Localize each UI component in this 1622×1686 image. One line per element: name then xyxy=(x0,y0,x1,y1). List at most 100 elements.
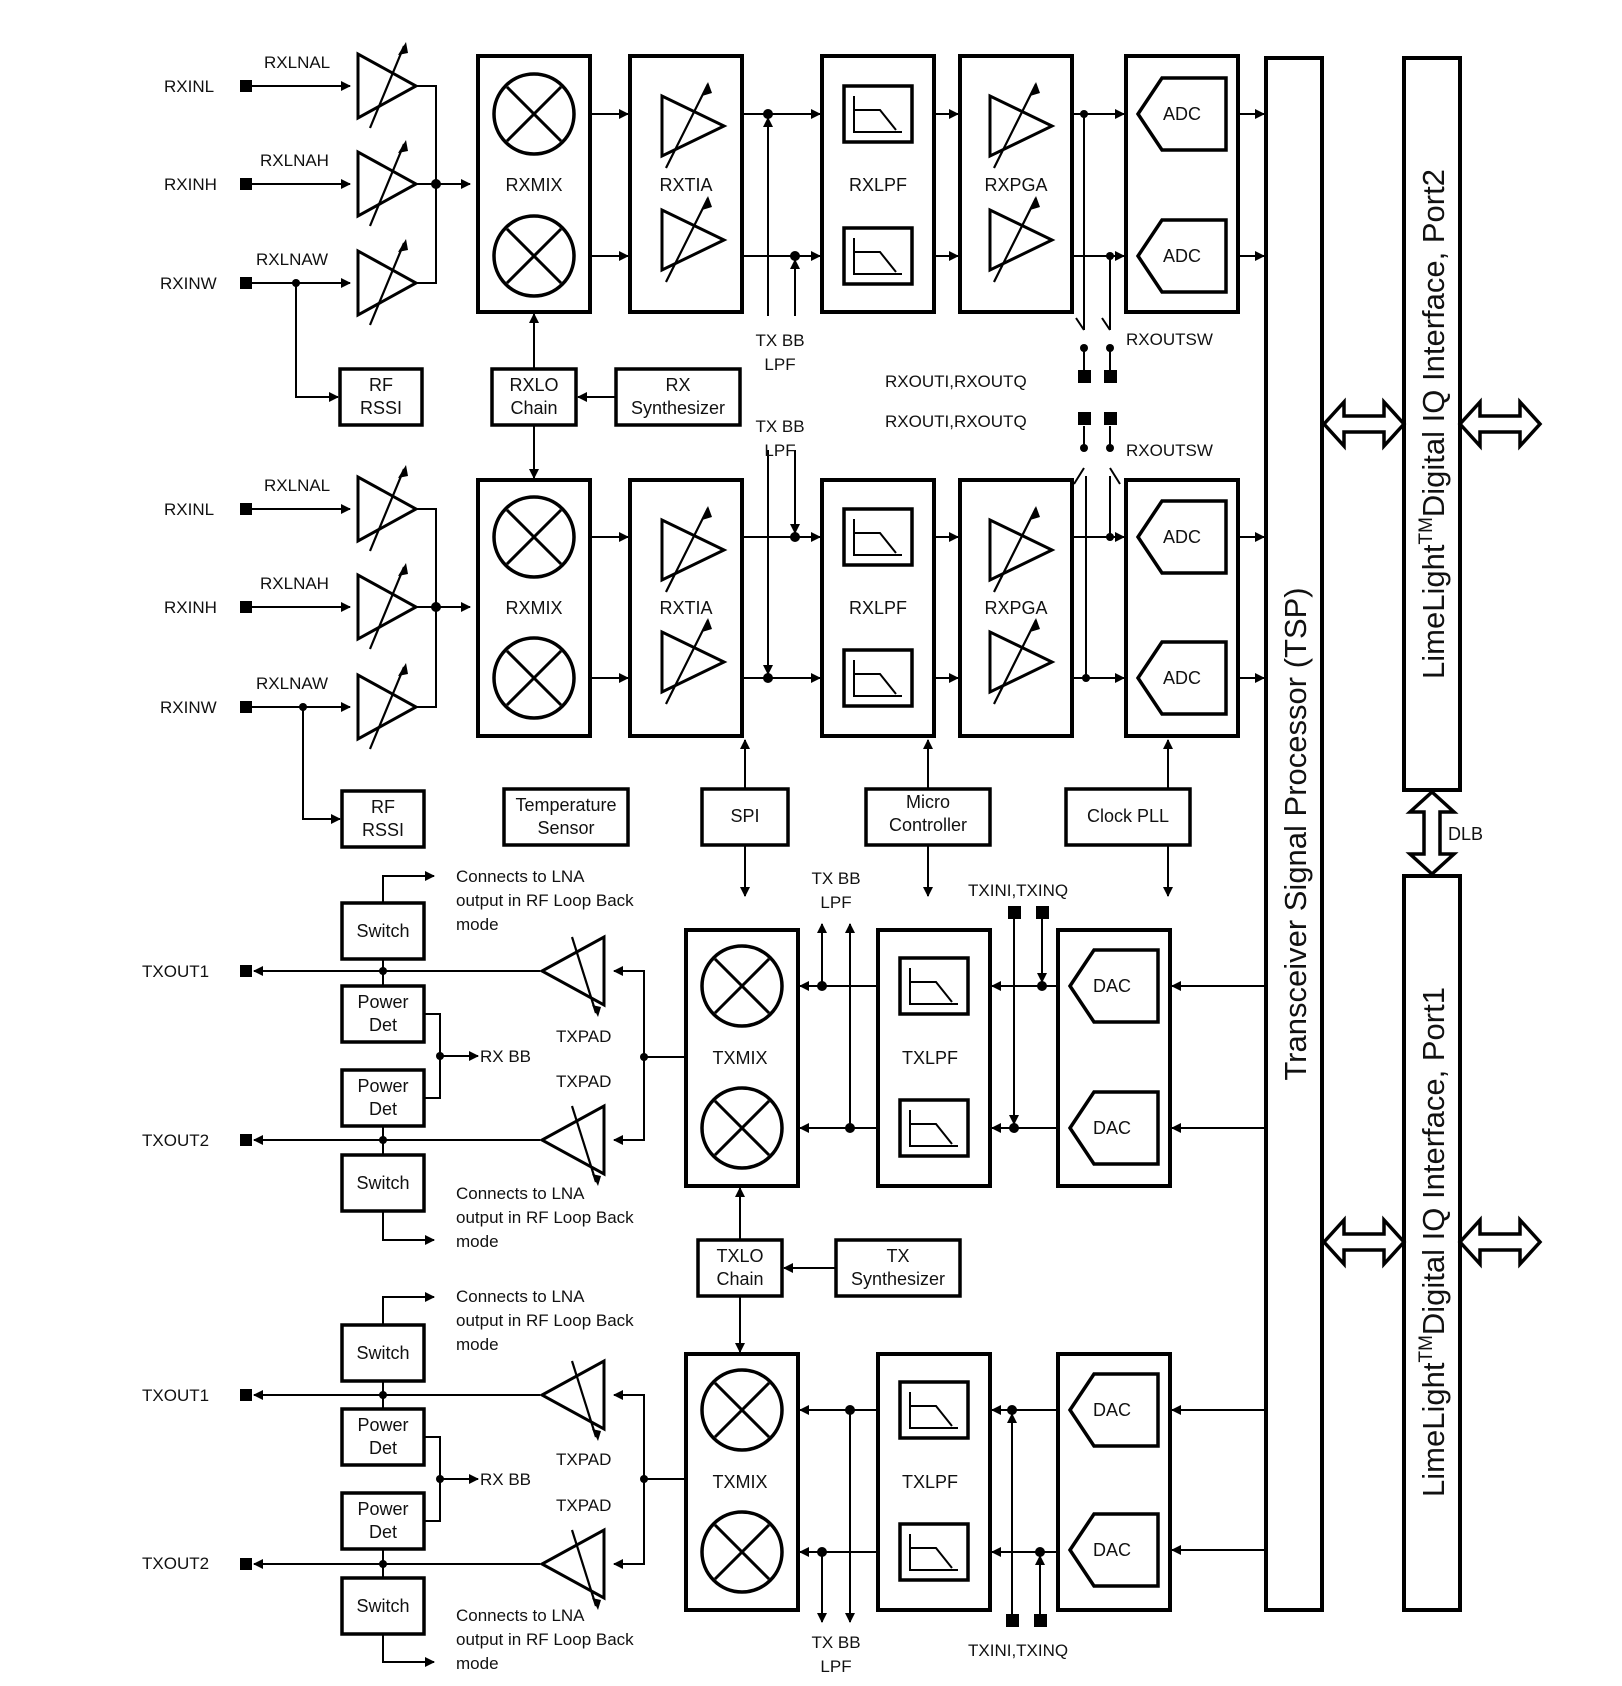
power-det-bottom-1: Power Det xyxy=(340,1407,426,1467)
switch-top-1: Switch xyxy=(340,901,426,961)
rx-chain-top: RXINL RXLNAL RXINH RXLNAH RXINW RXLNAW xyxy=(160,40,1265,427)
svg-text:RF: RF xyxy=(369,375,393,395)
lna-rxlnal: RXLNAL xyxy=(264,53,330,72)
power-det-top-2: Power Det xyxy=(340,1068,426,1128)
pin-txout1: TXOUT1 xyxy=(142,962,209,981)
iface-port2: LimeLightTMDigital IQ Interface, Port2 xyxy=(1402,56,1462,792)
lna-rxlnah: RXLNAH xyxy=(260,151,329,170)
svg-text:ADC: ADC xyxy=(1163,527,1201,547)
svg-text:LPF: LPF xyxy=(820,1657,851,1676)
svg-text:DAC: DAC xyxy=(1093,976,1131,996)
loopback-note-bottom-1: Connects to LNA xyxy=(456,1287,585,1306)
svg-text:RXLNAH: RXLNAH xyxy=(260,574,329,593)
rxpga-block-top: RXPGA xyxy=(958,54,1074,314)
loopback-note-top-1: Connects to LNA xyxy=(456,867,585,886)
temperature-sensor: Temperature Sensor xyxy=(502,787,630,847)
rxtia-block-top: RXTIA xyxy=(628,54,744,314)
svg-text:Clock PLL: Clock PLL xyxy=(1087,806,1169,826)
svg-text:TXPAD: TXPAD xyxy=(556,1450,611,1469)
micro-controller: Micro Controller xyxy=(864,787,992,847)
svg-text:TXLPF: TXLPF xyxy=(902,1048,958,1068)
txbb-lpf-label-a-tx2: TX BB xyxy=(811,1633,860,1652)
tsp-block: Transceiver Signal Processor (TSP) xyxy=(1264,56,1324,1612)
svg-text:Switch: Switch xyxy=(356,1596,409,1616)
svg-text:TXPAD: TXPAD xyxy=(556,1496,611,1515)
svg-text:RSSI: RSSI xyxy=(362,820,404,840)
rx-input-l: RXINL RXLNAL xyxy=(164,40,418,130)
switch-top-2: Switch xyxy=(340,1153,426,1213)
dac-block-top: DAC DAC xyxy=(1056,928,1172,1188)
iface-port1-label: LimeLightTMDigital IQ Interface, Port1 xyxy=(1416,987,1451,1497)
svg-text:RSSI: RSSI xyxy=(360,398,402,418)
txbb-lpf-label-b-bottom: LPF xyxy=(764,441,795,460)
loopback-note-bottom-2: Connects to LNA xyxy=(456,1606,585,1625)
pin-rxinw: RXINW xyxy=(160,274,217,293)
txbb-lpf-label-a-tx1: TX BB xyxy=(811,869,860,888)
svg-text:mode: mode xyxy=(456,1654,499,1673)
rxlo-chain: RXLO Chain xyxy=(490,367,578,427)
tx-chain-bottom: TXOUT1 TXOUT2 Switch Power Det Power Det… xyxy=(142,1287,1264,1676)
svg-text:RXLNAW: RXLNAW xyxy=(256,674,328,693)
svg-text:output in RF Loop Back: output in RF Loop Back xyxy=(456,1208,634,1227)
rxbb-label-top: RX BB xyxy=(480,1047,531,1066)
svg-text:ADC: ADC xyxy=(1163,668,1201,688)
bus-arrow-tsp-port1 xyxy=(1321,1215,1407,1269)
dlb-label: DLB xyxy=(1448,824,1483,844)
tx-chain-top: TXOUT1 TXOUT2 Switch Power Det Power Det… xyxy=(142,867,1264,1251)
svg-text:Switch: Switch xyxy=(356,921,409,941)
svg-text:DAC: DAC xyxy=(1093,1540,1131,1560)
rf-rssi-bottom: RF RSSI xyxy=(340,789,426,849)
svg-text:Det: Det xyxy=(369,1522,397,1542)
rxout-pins-label-bottom: RXOUTI,RXOUTQ xyxy=(885,412,1027,431)
svg-text:Chain: Chain xyxy=(510,398,557,418)
adc-block-bottom: ADC ADC xyxy=(1124,478,1240,738)
rxmix-block-bottom: RXMIX xyxy=(476,478,592,738)
dlb-arrow: DLB xyxy=(1405,789,1483,877)
svg-text:output in RF Loop Back: output in RF Loop Back xyxy=(456,1630,634,1649)
svg-text:Power: Power xyxy=(357,1415,408,1435)
adc-block-top: ADC ADC xyxy=(1124,54,1240,314)
svg-text:Power: Power xyxy=(357,992,408,1012)
rx-synthesizer: RX Synthesizer xyxy=(614,367,742,427)
txlo-chain: TXLO Chain xyxy=(696,1238,784,1298)
svg-text:Chain: Chain xyxy=(716,1269,763,1289)
svg-text:mode: mode xyxy=(456,1232,499,1251)
switch-bottom-1: Switch xyxy=(340,1323,426,1383)
txpad-label-1: TXPAD xyxy=(556,1027,611,1046)
svg-text:SPI: SPI xyxy=(730,806,759,826)
loopback-note-top-2: Connects to LNA xyxy=(456,1184,585,1203)
svg-text:mode: mode xyxy=(456,915,499,934)
rx-chain-bottom: RXINL RXLNAL RXINH RXLNAH RXINW RXLNAW xyxy=(160,412,1265,849)
txmix-block-bottom: TXMIX xyxy=(684,1352,800,1612)
rx-input-h: RXINH RXLNAH xyxy=(164,138,418,228)
adc-label-2: ADC xyxy=(1163,246,1201,266)
svg-text:TXMIX: TXMIX xyxy=(712,1472,767,1492)
svg-text:RF: RF xyxy=(371,797,395,817)
rxpga-label: RXPGA xyxy=(984,175,1047,195)
svg-text:output in RF Loop Back: output in RF Loop Back xyxy=(456,891,634,910)
svg-text:Det: Det xyxy=(369,1099,397,1119)
pin-txout1-b: TXOUT1 xyxy=(142,1386,209,1405)
rxbb-label-bottom: RX BB xyxy=(480,1470,531,1489)
svg-text:RXTIA: RXTIA xyxy=(659,598,712,618)
rf-rssi-top: RF RSSI xyxy=(338,367,424,427)
switch-bottom-2: Switch xyxy=(340,1576,426,1636)
svg-text:Sensor: Sensor xyxy=(537,818,594,838)
svg-text:mode: mode xyxy=(456,1335,499,1354)
txlo-section: TXLO Chain TX Synthesizer xyxy=(696,1187,962,1353)
svg-text:TXMIX: TXMIX xyxy=(712,1048,767,1068)
rxlpf-label: RXLPF xyxy=(849,175,907,195)
svg-text:RXINL: RXINL xyxy=(164,500,214,519)
svg-text:output in RF Loop Back: output in RF Loop Back xyxy=(456,1311,634,1330)
clock-pll: Clock PLL xyxy=(1064,787,1192,847)
rxoutsw-label-bottom: RXOUTSW xyxy=(1126,441,1213,460)
rx-input-w: RXINW RXLNAW xyxy=(160,237,418,402)
svg-text:DAC: DAC xyxy=(1093,1400,1131,1420)
svg-text:TXLPF: TXLPF xyxy=(902,1472,958,1492)
svg-text:Switch: Switch xyxy=(356,1173,409,1193)
svg-text:RXINW: RXINW xyxy=(160,698,217,717)
svg-text:Det: Det xyxy=(369,1015,397,1035)
svg-text:Controller: Controller xyxy=(889,815,967,835)
iface-port1: LimeLightTMDigital IQ Interface, Port1 xyxy=(1402,874,1462,1612)
svg-text:RXMIX: RXMIX xyxy=(505,598,562,618)
